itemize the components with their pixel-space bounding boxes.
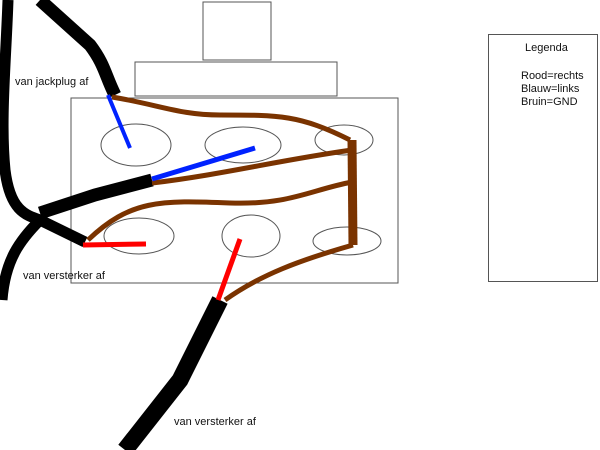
cable-amp-left-tail [0, 216, 44, 301]
switch-body [70, 97, 399, 284]
cable-jackplug [35, 0, 121, 98]
label-jackplug: van jackplug af [15, 76, 89, 88]
legend-item-red: Rood=rechts [521, 70, 584, 82]
lug-bottom-right [312, 226, 382, 256]
cable-amp-left [0, 0, 88, 247]
label-amp-bottom: van versterker af [174, 416, 256, 428]
cable-amp-bottom [118, 296, 228, 450]
red-wire-1 [82, 241, 147, 248]
label-amp-left: van versterker af [23, 270, 105, 282]
lug-bottom-middle [221, 214, 281, 258]
legend-title: Legenda [525, 42, 568, 54]
cable-jackplug-inner [37, 173, 154, 220]
switch-lever [202, 1, 272, 61]
lug-top-right [314, 124, 374, 156]
blue-wire-1 [106, 94, 132, 149]
red-wire-2 [215, 238, 243, 301]
ground-wires [86, 94, 358, 303]
lug-bottom-left [103, 217, 175, 255]
legend-item-blue: Blauw=links [521, 83, 580, 95]
lug-top-middle [204, 126, 282, 164]
legend-box: Legenda Rood=rechts Blauw=links Bruin=GN… [488, 34, 598, 282]
lug-top-left [100, 123, 172, 167]
blue-wire-2 [151, 145, 256, 182]
switch-bracket [134, 61, 338, 97]
legend-item-brown: Bruin=GND [521, 96, 578, 108]
